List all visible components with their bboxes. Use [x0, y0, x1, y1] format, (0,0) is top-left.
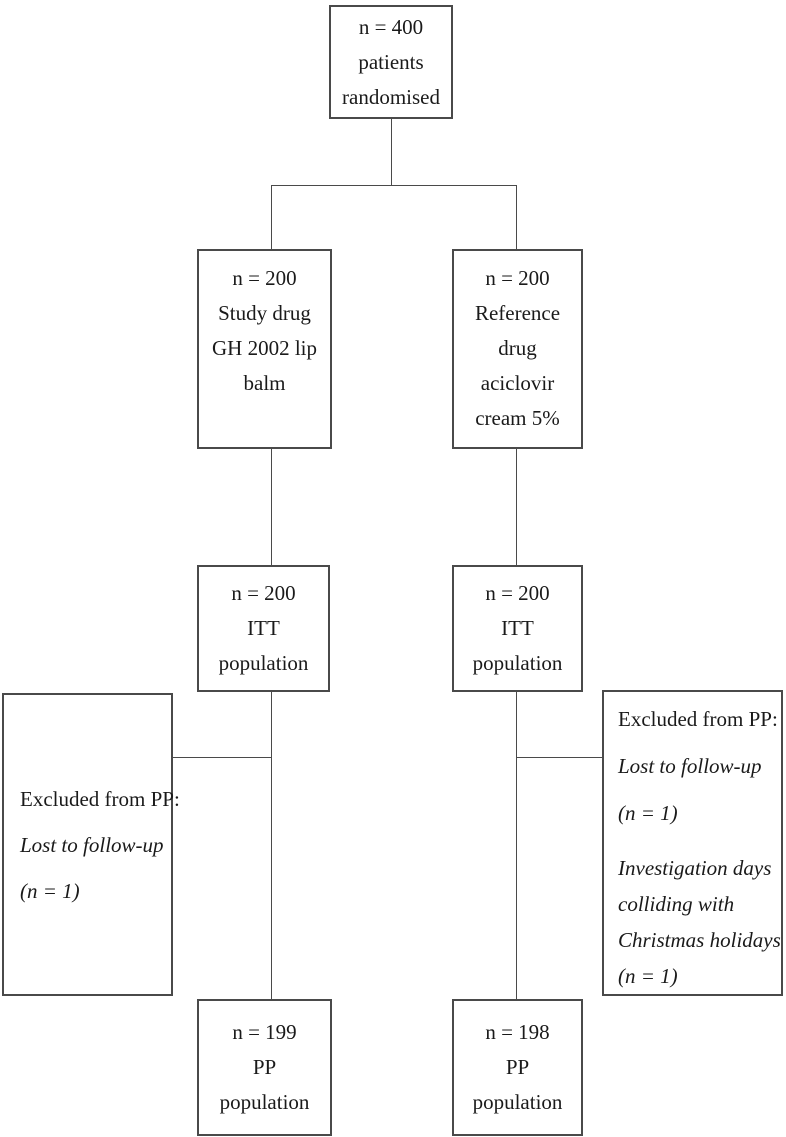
excluded-right-reason-2b: colliding with: [618, 892, 735, 916]
excluded-left-title: Excluded from PP:: [20, 786, 180, 811]
reference-drug-label-3: aciclovir: [480, 371, 555, 395]
excluded-left-reason: Lost to follow-up: [20, 832, 164, 857]
connector-split-horizontal: [271, 185, 517, 186]
itt-left-label-1: ITT: [247, 616, 280, 640]
pp-right-label-2: population: [472, 1090, 563, 1114]
excluded-left-count: (n = 1): [20, 878, 80, 903]
connector-split-to-reference-drug: [516, 185, 517, 249]
connector-excluded-left-branch: [172, 757, 271, 758]
study-drug-label-3: balm: [243, 371, 286, 395]
study-drug-count: n = 200: [232, 266, 297, 290]
box-study-drug: n = 200 Study drug GH 2002 lip balm: [197, 249, 332, 449]
itt-left-label-2: population: [218, 651, 309, 675]
excluded-right-count-1: (n = 1): [618, 801, 678, 825]
connector-itt-left-to-pp-left: [271, 692, 272, 999]
itt-right-label-2: population: [472, 651, 563, 675]
connector-reference-drug-to-itt-right: [516, 448, 517, 565]
reference-drug-count: n = 200: [485, 266, 550, 290]
pp-left-label-2: population: [219, 1090, 310, 1114]
box-randomised: n = 400 patients randomised: [329, 5, 453, 119]
itt-right-label-1: ITT: [501, 616, 534, 640]
box-pp-right: n = 198 PP population: [452, 999, 583, 1136]
pp-left-label-1: PP: [252, 1055, 277, 1079]
box-excluded-right: Excluded from PP: Lost to follow-up (n =…: [602, 690, 783, 996]
randomised-label-2: randomised: [342, 84, 440, 109]
box-reference-drug: n = 200 Reference drug aciclovir cream 5…: [452, 249, 583, 449]
box-itt-right: n = 200 ITT population: [452, 565, 583, 692]
excluded-right-count-2: (n = 1): [618, 964, 678, 988]
connector-excluded-right-branch: [517, 757, 602, 758]
pp-right-count: n = 198: [485, 1020, 550, 1044]
itt-right-count: n = 200: [485, 581, 550, 605]
connector-study-drug-to-itt-left: [271, 448, 272, 565]
connector-itt-right-to-pp-right: [516, 692, 517, 999]
reference-drug-label-1: Reference: [474, 301, 561, 325]
box-excluded-left: Excluded from PP: Lost to follow-up (n =…: [2, 693, 180, 996]
pp-right-label-1: PP: [505, 1055, 530, 1079]
reference-drug-label-2: drug: [498, 336, 537, 360]
excluded-right-reason-1: Lost to follow-up: [618, 754, 762, 778]
study-drug-label-2: GH 2002 lip: [212, 336, 317, 360]
pp-left-count: n = 199: [232, 1020, 297, 1044]
itt-left-count: n = 200: [231, 581, 296, 605]
connector-split-to-study-drug: [271, 185, 272, 249]
excluded-right-reason-2a: Investigation days: [618, 856, 772, 880]
excluded-right-title: Excluded from PP:: [618, 707, 778, 731]
box-pp-left: n = 199 PP population: [197, 999, 332, 1136]
box-itt-left: n = 200 ITT population: [197, 565, 330, 692]
study-drug-label-1: Study drug: [218, 301, 311, 325]
randomised-label-1: patients: [358, 49, 424, 74]
reference-drug-label-4: cream 5%: [475, 406, 560, 430]
connector-top-to-split: [391, 118, 392, 185]
randomised-count: n = 400: [358, 14, 424, 39]
excluded-right-reason-2c: Christmas holidays: [618, 928, 781, 952]
